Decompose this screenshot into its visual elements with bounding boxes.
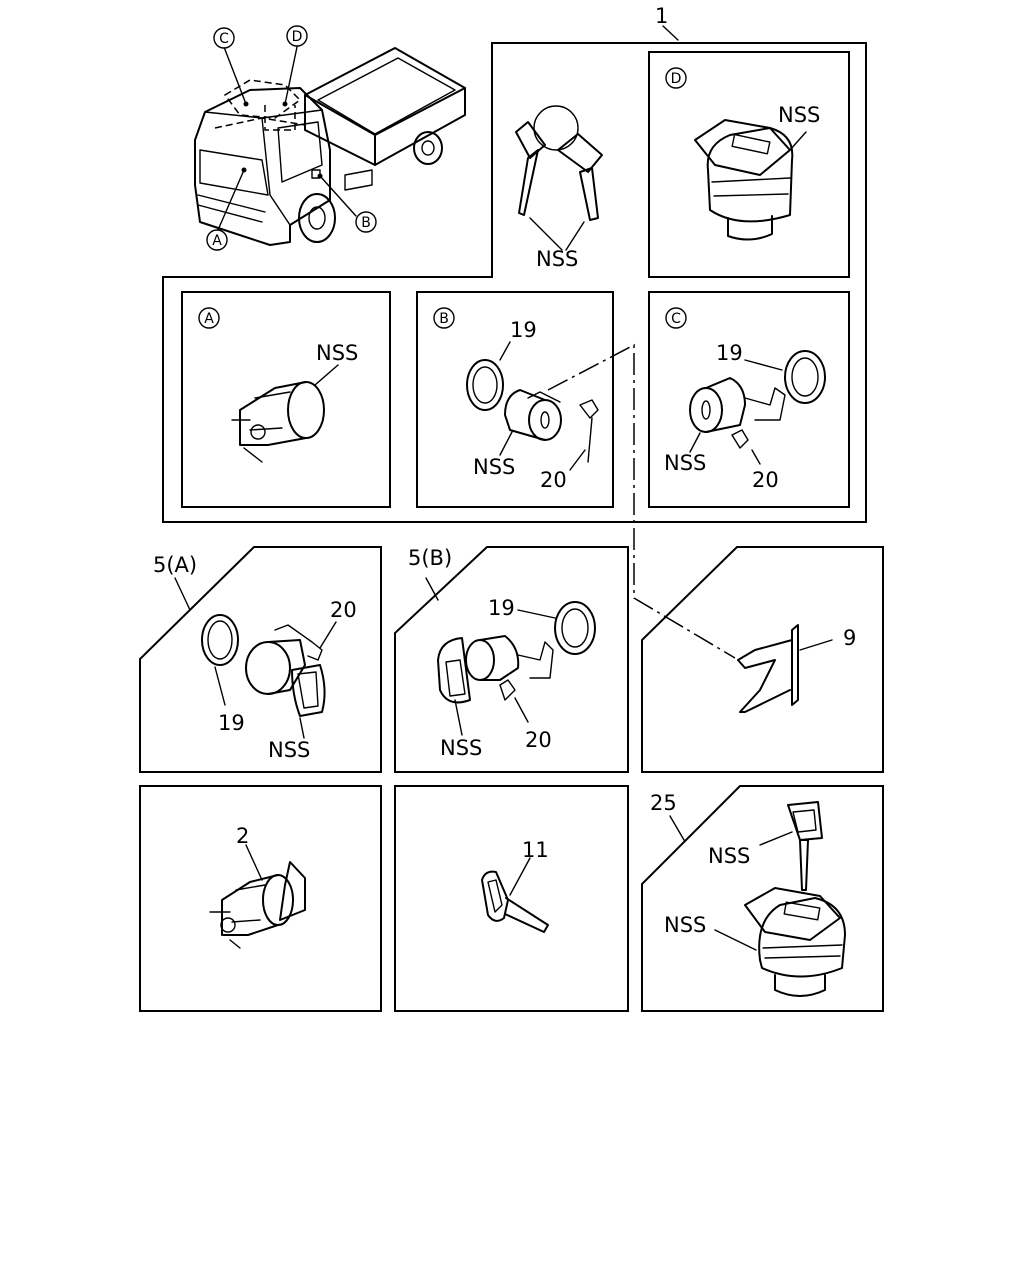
clip-label-5a: 20 xyxy=(330,598,357,622)
key-blank-11 xyxy=(481,857,549,933)
svg-text:B: B xyxy=(361,215,371,231)
door-lock-c xyxy=(689,350,826,465)
clip-label-b: 20 xyxy=(540,468,567,492)
clip-label-5b: 20 xyxy=(525,728,552,752)
panel-b xyxy=(416,291,614,508)
panel-c xyxy=(648,291,850,508)
ring-label-5a: 19 xyxy=(218,711,245,735)
panel-9 xyxy=(641,546,884,773)
svg-text:A: A xyxy=(204,311,214,327)
callout-c: C xyxy=(213,27,235,49)
panel-2 xyxy=(139,785,382,1012)
kit-5a-label: 5(A) xyxy=(153,553,197,577)
svg-text:C: C xyxy=(219,31,229,47)
panel-a xyxy=(181,291,391,508)
nss-label-c: NSS xyxy=(664,451,706,475)
rod-label: 9 xyxy=(843,626,856,650)
svg-text:A: A xyxy=(212,233,222,249)
fuel-cap-kit-label: 25 xyxy=(650,791,677,815)
key-pair xyxy=(515,105,603,251)
nss-label-a: NSS xyxy=(316,341,358,365)
nss-label-keys: NSS xyxy=(536,247,578,271)
svg-text:D: D xyxy=(671,71,682,87)
ring-label-b: 19 xyxy=(510,318,537,342)
panel-11 xyxy=(394,785,629,1012)
callout-a: A xyxy=(206,229,228,251)
callout-c-panel: C xyxy=(665,307,687,329)
lock-rod-9 xyxy=(737,624,833,713)
ignition-cylinder-a xyxy=(231,364,339,463)
nss-label-5a: NSS xyxy=(268,738,310,762)
svg-text:B: B xyxy=(439,311,449,327)
panel-25 xyxy=(641,785,884,1012)
ring-label-5b: 19 xyxy=(488,596,515,620)
panel-5a xyxy=(139,546,382,773)
nss-label-cap-25: NSS xyxy=(664,913,706,937)
nss-label-d: NSS xyxy=(778,103,820,127)
callout-b-panel: B xyxy=(433,307,455,329)
lock-kit-5b xyxy=(437,601,596,736)
callout-b: B xyxy=(355,211,377,233)
callout-d-panel: D xyxy=(665,67,687,89)
ring-label-c: 19 xyxy=(716,341,743,365)
nss-label-b: NSS xyxy=(473,455,515,479)
key-blank-label: 11 xyxy=(522,838,549,862)
panel-d xyxy=(648,51,850,278)
cylinder-label: 2 xyxy=(236,824,249,848)
assembly-label: 1 xyxy=(655,4,668,28)
panel-5b xyxy=(394,546,629,773)
nss-label-5b: NSS xyxy=(440,736,482,760)
fuel-cap-d xyxy=(694,119,807,241)
nss-label-key-25: NSS xyxy=(708,844,750,868)
clip-label-c: 20 xyxy=(752,468,779,492)
ignition-cylinder-2 xyxy=(209,844,306,949)
fuel-cap-kit-25 xyxy=(714,801,846,997)
callout-d: D xyxy=(286,25,308,47)
kit-5b-label: 5(B) xyxy=(408,546,452,570)
svg-text:D: D xyxy=(292,29,303,45)
svg-text:C: C xyxy=(671,311,681,327)
callout-a-panel: A xyxy=(198,307,220,329)
door-lock-b xyxy=(466,341,599,471)
truck-illustration xyxy=(194,46,466,246)
lock-kit-5a xyxy=(201,614,337,739)
assembly-frame xyxy=(162,42,867,523)
